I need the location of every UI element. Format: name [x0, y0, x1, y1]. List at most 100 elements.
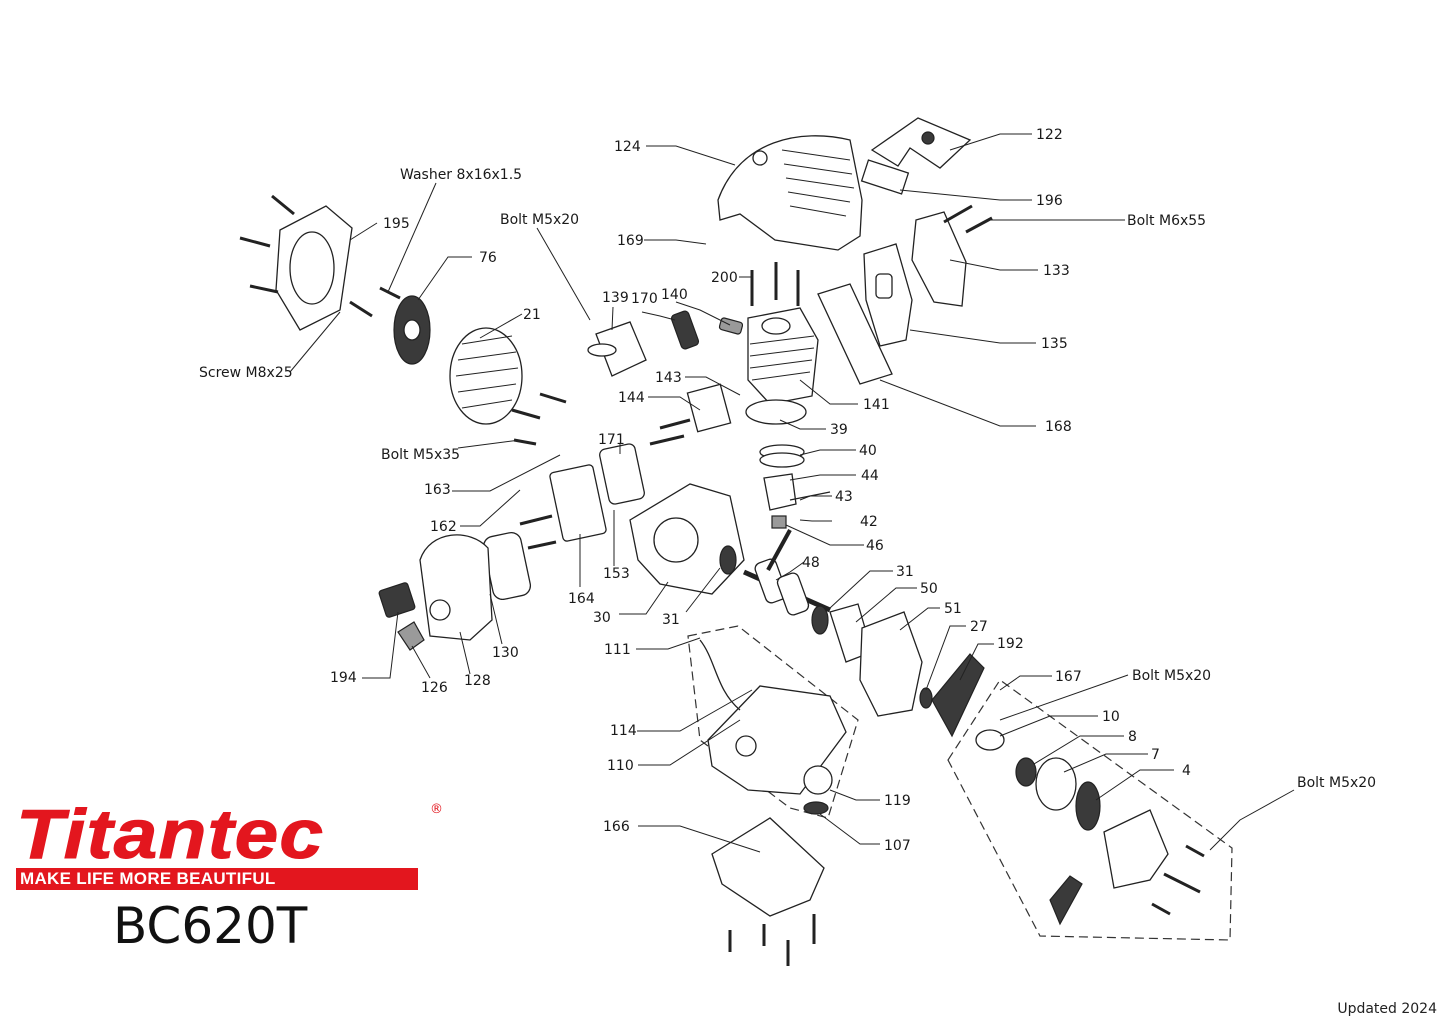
callout-196: 196: [1036, 193, 1063, 209]
piston-part: [763, 473, 797, 511]
callout-194: 194: [330, 670, 357, 686]
callout-7: 7: [1151, 747, 1160, 763]
callout-164: 164: [568, 591, 595, 607]
starter-housing-part: [1103, 809, 1169, 889]
bearing-part: [811, 605, 829, 635]
crankshaft-part: [742, 529, 832, 616]
callout-50: 50: [920, 581, 938, 597]
callout-153: 153: [603, 566, 630, 582]
air-filter-cover-part: [419, 534, 493, 641]
callout-141: 141: [863, 397, 890, 413]
muffler-gasket-part: [860, 159, 910, 195]
callout-27: 27: [970, 619, 988, 635]
callout-144: 144: [618, 390, 645, 406]
callout-76: 76: [479, 250, 497, 266]
callout-114: 114: [610, 723, 637, 739]
callout-143: 143: [655, 370, 682, 386]
choke-part: [378, 582, 416, 618]
starter-group-outline: [947, 679, 1233, 941]
callout-107: 107: [884, 838, 911, 854]
heat-shield-part: [870, 117, 972, 169]
cylinder-part: [747, 307, 819, 405]
callout-168: 168: [1045, 419, 1072, 435]
clutch-hub-part: [975, 729, 1005, 751]
callout-133: 133: [1043, 263, 1070, 279]
carburetor-part: [599, 443, 645, 505]
callout-126: 126: [421, 680, 448, 696]
bottom-cover-part: [711, 817, 825, 917]
fuel-tank-cap: [735, 735, 757, 757]
brand-tagline: MAKE LIFE MORE BEAUTIFUL: [16, 868, 418, 890]
callout-139: 139: [602, 290, 629, 306]
callout-119: 119: [884, 793, 911, 809]
fuel-filter-part: [803, 765, 833, 795]
fuel-tank-group-outline: [687, 625, 859, 819]
updated-note: Updated 2024: [1337, 1001, 1437, 1017]
starter-spring-part: [1015, 757, 1037, 787]
callout-bolt-m6x55: Bolt M6x55: [1127, 213, 1206, 229]
brand-logo: Titantec ® MAKE LIFE MORE BEAUTIFUL: [15, 799, 443, 890]
callout-124: 124: [614, 139, 641, 155]
brand-wordmark: Titantec: [15, 795, 325, 873]
callout-4: 4: [1182, 763, 1191, 779]
fuel-line-part: [699, 639, 741, 711]
callout-10: 10: [1102, 709, 1120, 725]
screws-group: [239, 194, 1205, 966]
callout-135: 135: [1041, 336, 1068, 352]
callout-40: 40: [859, 443, 877, 459]
callout-170: 170: [631, 291, 658, 307]
starter-handle-part: [1049, 875, 1083, 926]
callout-39: 39: [830, 422, 848, 438]
callout-128: 128: [464, 673, 491, 689]
callout-washer-8x16x1-5: Washer 8x16x1.5: [400, 167, 522, 183]
spark-plug-part: [718, 317, 744, 335]
model-number: BC620T: [113, 897, 308, 955]
callout-169: 169: [617, 233, 644, 249]
callout-192: 192: [997, 636, 1024, 652]
fan-housing-part: [275, 205, 353, 331]
flywheel-part: [449, 327, 523, 425]
crankcase-bore: [653, 517, 699, 563]
callout-42: 42: [860, 514, 878, 530]
recoil-spring-part: [1075, 781, 1101, 831]
callout-167: 167: [1055, 669, 1082, 685]
oil-seal-part: [719, 545, 737, 575]
callout-122: 122: [1036, 127, 1063, 143]
callout-bolt-m5x20-right: Bolt M5x20: [1297, 775, 1376, 791]
air-filter-cover-knob: [429, 599, 451, 621]
muffler-part: [863, 211, 967, 347]
mount-flange-part: [931, 653, 985, 738]
exhaust-gasket-part: [817, 283, 893, 385]
callout-31-right: 31: [896, 564, 914, 580]
callout-51: 51: [944, 601, 962, 617]
crankcase-half-part: [859, 611, 923, 717]
callout-130: 130: [492, 645, 519, 661]
cylinder-gasket-part: [745, 399, 807, 425]
air-filter-base-part: [549, 464, 607, 542]
clutch-shoe-part: [393, 295, 431, 365]
engine-cover-part: [717, 135, 863, 251]
callout-110: 110: [607, 758, 634, 774]
callout-labels: 124 122 196 Bolt M6x55 133 135 168 141 3…: [199, 127, 1376, 854]
callout-43: 43: [835, 489, 853, 505]
ignition-coil-part: [587, 321, 647, 377]
callout-bolt-m5x20-top: Bolt M5x20: [500, 212, 579, 228]
callout-screw-m8x25: Screw M8x25: [199, 365, 293, 381]
knob-part: [397, 621, 425, 651]
callout-140: 140: [661, 287, 688, 303]
fuel-gasket-part: [803, 801, 829, 815]
callout-8: 8: [1128, 729, 1137, 745]
callout-48: 48: [802, 555, 820, 571]
callout-44: 44: [861, 468, 879, 484]
callout-46: 46: [866, 538, 884, 554]
main-bearing-part: [919, 687, 933, 709]
leader-lines: [289, 133, 1295, 853]
callout-30: 30: [593, 610, 611, 626]
callout-21: 21: [523, 307, 541, 323]
registered-mark: ®: [430, 802, 443, 817]
needle-bearing-part: [771, 515, 787, 529]
starter-pulley-part: [1035, 757, 1077, 811]
spark-plug-cap-part: [670, 310, 700, 350]
